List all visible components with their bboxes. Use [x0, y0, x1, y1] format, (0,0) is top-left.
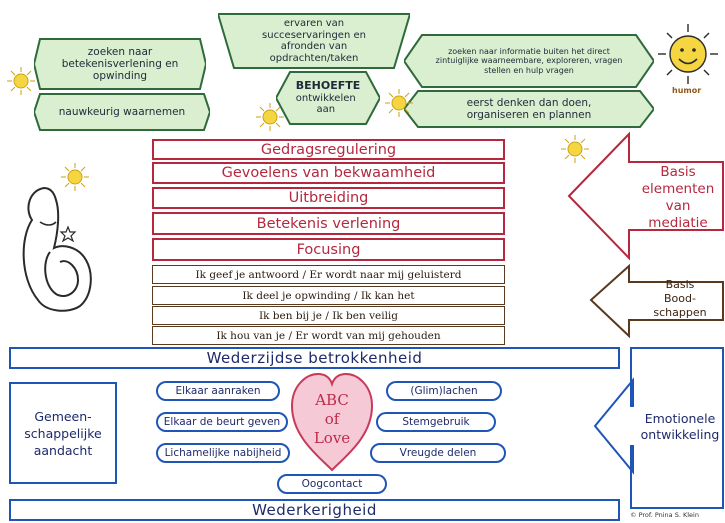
box-zoeken-informatie: zoeken naar informatie buiten het direct…	[404, 33, 654, 89]
oval-elkaar-aanraken: Elkaar aanraken	[156, 381, 280, 401]
box-gemeenschappelijke: Gemeen- schappelijke aandacht	[9, 382, 117, 484]
behoefte-sub: ontwikkelen aan	[295, 92, 356, 116]
arrow-emotionele	[593, 347, 724, 509]
gemeen-line-1: Gemeen-	[34, 408, 92, 424]
bar-wederkerigheid: Wederkerigheid	[9, 499, 620, 521]
heart-line-3: Love	[313, 429, 351, 447]
box-behoefte-text: BEHOEFTE ontwikkelen aan	[296, 80, 361, 116]
oval-nabijheid: Lichamelijke nabijheid	[156, 443, 290, 463]
sun-icon	[256, 103, 284, 131]
bar-antwoord: Ik geef je antwoord / Er wordt naar mij …	[152, 265, 505, 284]
box-nauwkeurig: nauwkeurig waarnemen	[34, 92, 210, 132]
arrow-basis-elementen	[567, 131, 724, 261]
box-behoefte-shape	[276, 71, 380, 125]
sun-icon	[7, 67, 35, 95]
box-betekenisverlening: zoeken naar betekenisverlening en opwind…	[34, 37, 206, 91]
box-eerst-denken-text: eerst denken dan doen, organiseren en pl…	[466, 96, 592, 121]
basis-boodschappen-line-3: schappen	[653, 306, 707, 319]
box-nauwkeurig-shape	[34, 93, 210, 131]
oval-glimlachen: (Glim)lachen	[386, 381, 502, 401]
basis-elementen-line-1: Basis	[660, 164, 696, 180]
box-nauwkeurig-text: nauwkeurig waarnemen	[58, 105, 186, 118]
gemeen-line-3: aandacht	[33, 442, 93, 458]
emotionele-line-2: ontwikkeling	[640, 427, 720, 442]
heart-icon	[290, 372, 374, 472]
heart-line-1: ABC	[315, 391, 349, 409]
sun-icon	[61, 163, 89, 191]
bar-wederzijdse: Wederzijdse betrokkenheid	[9, 347, 620, 369]
humor-label: humor	[672, 86, 702, 95]
basis-elementen-line-4: mediatie	[648, 215, 708, 231]
bar-bekwaamheid: Gevoelens van bekwaamheid	[152, 162, 505, 184]
box-betekenisverlening-text: zoeken naar betekenisverlening en opwind…	[61, 45, 179, 83]
mother-child-icon	[22, 186, 92, 312]
sun-icon	[561, 135, 589, 163]
emotionele-line-1: Emotionele	[644, 411, 716, 426]
arrow-basis-boodschappen	[589, 263, 724, 339]
oval-beurt: Elkaar de beurt geven	[156, 412, 288, 432]
oval-oogcontact: Oogcontact	[277, 474, 387, 494]
oval-vreugde: Vreugde delen	[370, 443, 506, 463]
bar-betekenis-verlening: Betekenis verlening	[152, 212, 505, 235]
basis-boodschappen-line-1: Basis	[665, 278, 695, 291]
oval-stemgebruik: Stemgebruik	[376, 412, 496, 432]
bar-hou-van-je: Ik hou van je / Er wordt van mij gehoude…	[152, 326, 505, 345]
box-zoeken-informatie-shape	[404, 34, 654, 88]
basis-elementen-line-2: elementen	[641, 181, 715, 197]
smiling-sun-icon	[658, 24, 718, 84]
box-eerst-denken-shape	[404, 90, 654, 128]
heart-text: ABC of Love	[300, 391, 364, 448]
credit: © Prof. Pnina S. Klein	[630, 511, 699, 519]
box-succeservaringen: ervaren van succeservaringen en afronden…	[218, 11, 410, 71]
box-zoeken-informatie-text: zoeken naar informatie buiten het direct…	[435, 47, 623, 75]
sun-icon	[385, 89, 413, 117]
box-eerst-denken: eerst denken dan doen, organiseren en pl…	[404, 89, 654, 129]
bar-gedragsregulering: Gedragsregulering	[152, 139, 505, 160]
basis-boodschappen-line-2: Bood-	[664, 292, 696, 305]
basis-elementen-line-3: van	[665, 198, 691, 214]
heart-line-2: of	[324, 410, 340, 428]
bar-focusing: Focusing	[152, 238, 505, 261]
gemeen-line-2: schappelijke	[24, 425, 102, 441]
basis-boodschappen-label: Basis Bood- schappen	[640, 278, 720, 320]
emotionele-label: Emotionele ontwikkeling	[634, 411, 725, 443]
box-succeservaringen-shape	[218, 13, 410, 69]
bar-opwinding: Ik deel je opwinding / Ik kan het	[152, 286, 505, 305]
basis-elementen-label: Basis elementen van mediatie	[636, 164, 720, 232]
behoefte-title: BEHOEFTE	[295, 79, 361, 93]
bar-bij-je: Ik ben bij je / Ik ben veilig	[152, 306, 505, 325]
box-succeservaringen-text: ervaren van succeservaringen en afronden…	[262, 18, 366, 64]
bar-uitbreiding: Uitbreiding	[152, 187, 505, 209]
box-betekenisverlening-shape	[34, 38, 206, 90]
box-behoefte: BEHOEFTE ontwikkelen aan	[276, 70, 380, 126]
